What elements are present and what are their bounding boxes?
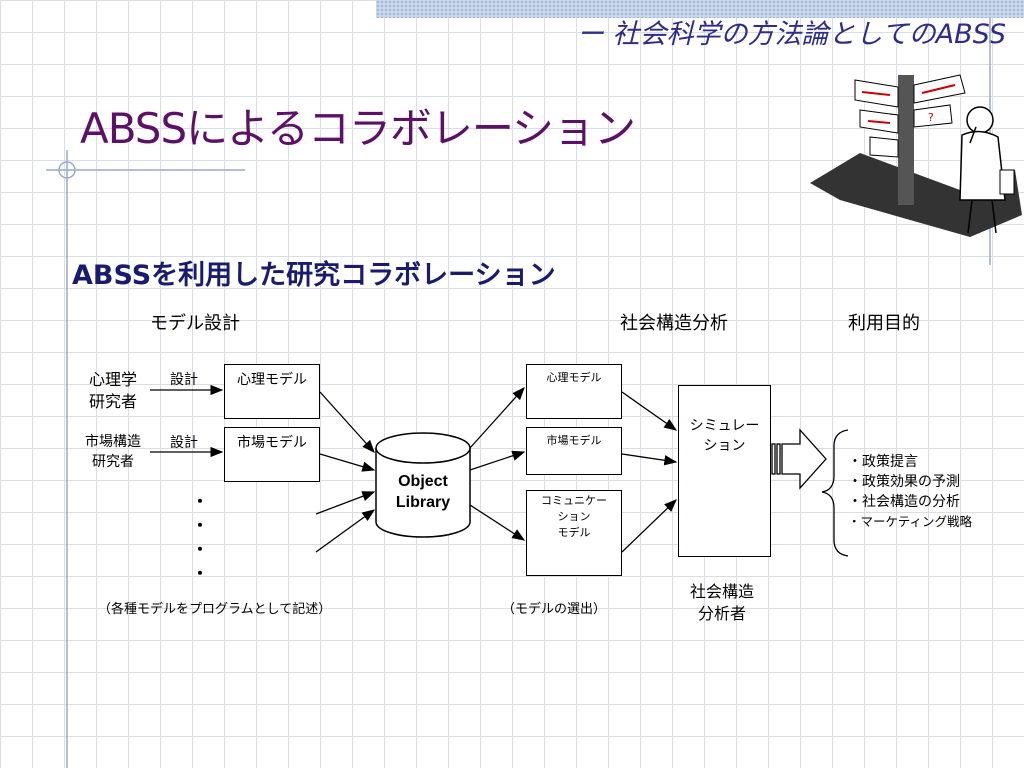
note-model-selection: （モデルの選出） <box>502 602 607 617</box>
section-heading: ABSSを利用した研究コラボレーション <box>72 260 556 291</box>
signpost-person-illustration: ? <box>810 74 1022 237</box>
purpose-list: ・政策提言 ・政策効果の予測 ・社会構造の分析 ・マーケティング戦略 <box>848 452 972 532</box>
analyst-line1: 社会構造 <box>689 582 754 601</box>
purpose-brace <box>821 429 849 557</box>
researcher-market: 市場構造 研究者 <box>70 432 156 472</box>
researcher-market-line2: 研究者 <box>92 454 134 470</box>
object-library-label: Object Library <box>376 471 470 513</box>
simulation-box: シミュレー ション <box>678 385 771 557</box>
ellipsis-dot: ・ <box>192 516 209 535</box>
researcher-psychology-line1: 心理学 <box>88 370 137 389</box>
column-header-model-design: モデル設計 <box>150 313 240 334</box>
left-model-market-box: 市場モデル <box>224 427 320 482</box>
object-library-cylinder <box>375 432 471 538</box>
purpose-item: ・政策効果の予測 <box>848 474 960 490</box>
simulation-line1: シミュレー <box>689 418 760 434</box>
researcher-market-line1: 市場構造 <box>85 434 141 450</box>
ellipsis-dot: ・ <box>192 564 209 583</box>
analyst-label: 社会構造 分析者 <box>672 581 772 625</box>
analyst-line2: 分析者 <box>697 604 746 623</box>
object-library-line2: Library <box>395 494 451 511</box>
design-label-psychology: 設計 <box>170 372 198 388</box>
ellipsis-dot: ・ <box>192 492 209 511</box>
right-model-communication-line2: ション <box>557 510 591 523</box>
researcher-psychology: 心理学 研究者 <box>78 369 148 413</box>
purpose-item: ・マーケティング戦略 <box>848 514 973 529</box>
purpose-item: ・政策提言 <box>848 454 918 470</box>
column-header-social-structure: 社会構造分析 <box>620 313 728 334</box>
slide-title: ABSSによるコラボレーション <box>80 104 636 153</box>
svg-text:?: ? <box>928 111 934 124</box>
ellipsis-dot: ・ <box>192 540 209 559</box>
right-model-market-label: 市場モデル <box>546 434 602 447</box>
right-model-communication-line1: コミュニケー <box>541 494 607 507</box>
more-models-ellipsis: ・ ・ ・ ・ <box>192 490 208 586</box>
design-label-market: 設計 <box>170 435 198 451</box>
right-model-psychology-box: 心理モデル <box>526 364 622 419</box>
right-model-communication-box: コミュニケー ション モデル <box>526 490 622 576</box>
object-library-line1: Object <box>398 473 448 490</box>
note-model-description: （各種モデルをプログラムとして記述） <box>98 602 332 617</box>
left-model-psychology-label: 心理モデル <box>237 372 307 388</box>
output-block-arrow <box>771 428 827 490</box>
header-subtitle: ー 社会科学の方法論としてのABSS <box>576 19 1006 50</box>
right-model-psychology-label: 心理モデル <box>546 371 602 384</box>
simulation-line2: ション <box>703 438 746 454</box>
right-model-communication-line3: モデル <box>557 526 591 539</box>
column-header-purpose: 利用目的 <box>848 313 920 334</box>
purpose-item: ・社会構造の分析 <box>848 494 960 510</box>
researcher-psychology-line2: 研究者 <box>88 392 137 411</box>
right-model-market-box: 市場モデル <box>526 427 622 475</box>
left-model-psychology-box: 心理モデル <box>224 364 320 419</box>
left-model-market-label: 市場モデル <box>237 435 307 451</box>
header-decoration-bar <box>376 0 1024 18</box>
